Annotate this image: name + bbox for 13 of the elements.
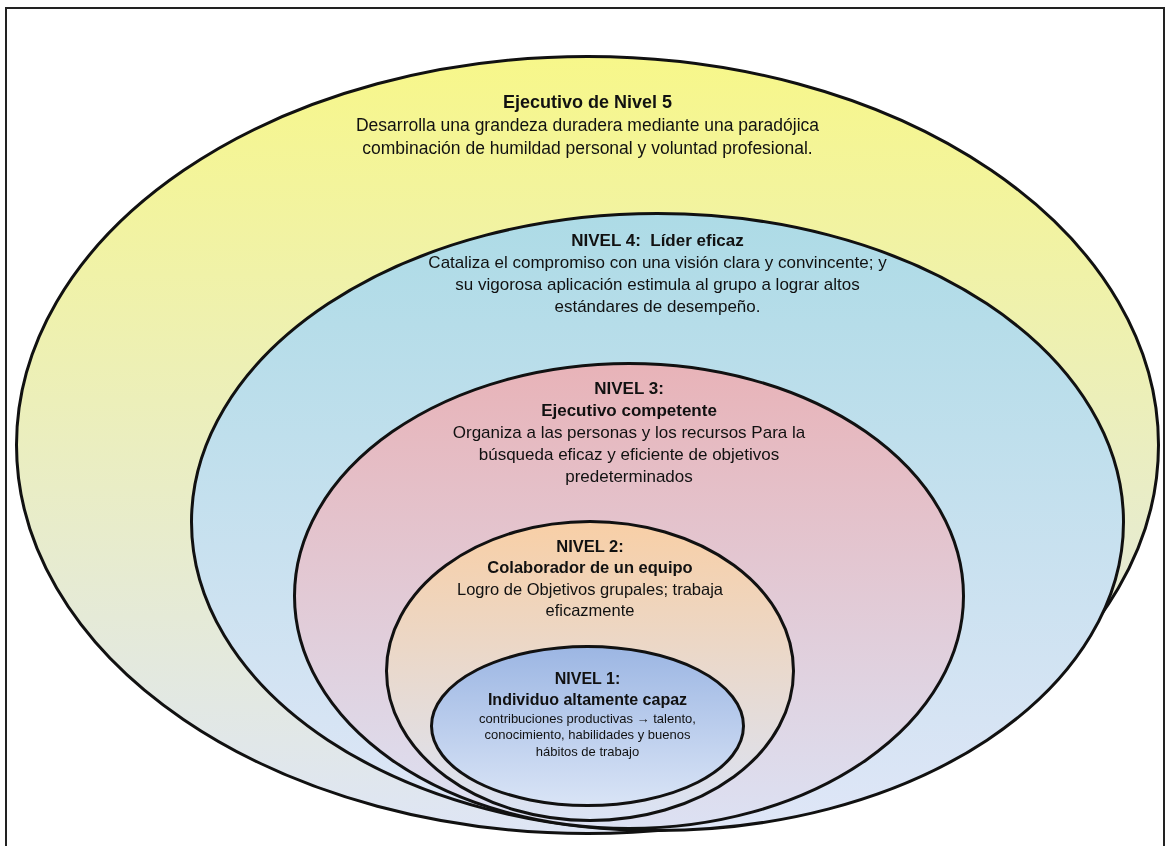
level-heading: Ejecutivo competente [540,400,718,423]
level-heading: Ejecutivo de Nivel 5 [501,91,674,114]
level-heading: NIVEL 4: Líder eficaz [570,230,745,252]
level-heading: NIVEL 1: [553,669,622,689]
level-description: Organiza a las personas y los recursos Para la búsqueda eficaz y eficiente de objetivos predeterminados [451,422,807,489]
level-heading: Colaborador de un equipo [486,557,694,579]
level-description: contribuciones productivas → talento, conocimiento, habilidades y buenos hábitos de trabajo [478,710,697,762]
level-heading: NIVEL 2: [555,536,625,557]
level-heading: NIVEL 3: [593,378,665,400]
level-description: Desarrolla una grandeza duradera mediante una paradójica combinación de humildad personal y voluntad profesional. [354,114,821,160]
level-description: Cataliza el compromiso con una visión clara y convincente; y su vigorosa aplicación estimula al grupo a lograr altos estándares de desempeño. [427,252,888,319]
level-heading: Individuo altamente capaz [486,689,689,710]
level-description: Logro de Objetivos grupales; trabaja eficazmente [456,578,724,622]
